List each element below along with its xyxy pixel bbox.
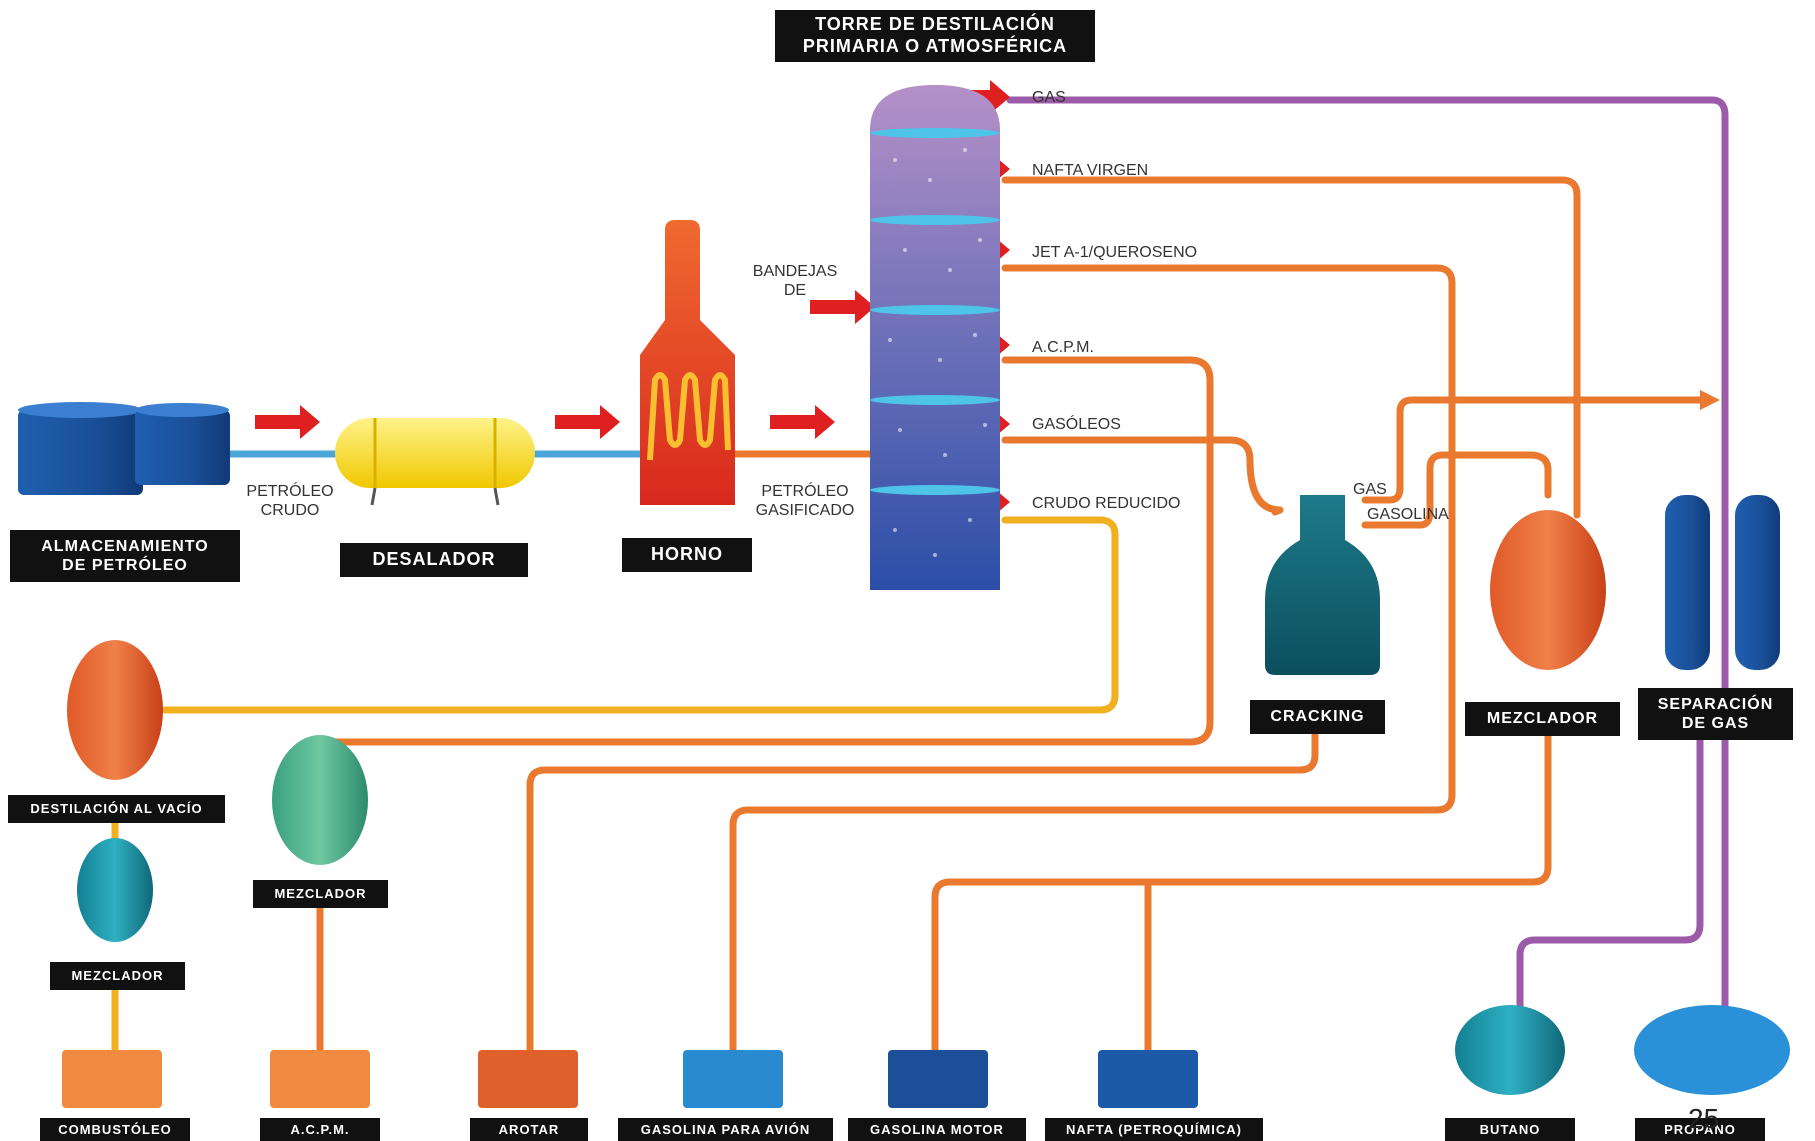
cracking-output-gasolina: GASOLINA (1367, 506, 1449, 523)
label-product-nafta: NAFTA (PETROQUÍMICA) (1045, 1118, 1263, 1141)
tank-butano (1455, 1005, 1565, 1095)
label-trays: BANDEJAS DE (752, 263, 838, 300)
product-tanks (62, 1005, 1790, 1108)
page-number: 25 (1688, 1103, 1720, 1134)
label-product-gasolina-avion: GASOLINA PARA AVIÓN (618, 1118, 833, 1141)
pipe-gasoleos (1001, 436, 1284, 516)
mixer-mid-vessel (272, 735, 368, 865)
arrow-3 (770, 405, 835, 439)
tank-gasolina-motor (888, 1050, 988, 1108)
distillation-tower (870, 85, 1000, 590)
label-desalter: DESALADOR (340, 543, 528, 577)
arrow-2 (555, 405, 620, 439)
gas-separation-vessels (1665, 495, 1780, 670)
label-mixer-left: MEZCLADOR (50, 962, 185, 990)
label-product-arotar: AROTAR (470, 1118, 588, 1141)
pipe-jet (729, 264, 1456, 1054)
output-jet: JET A-1/QUEROSENO (1032, 244, 1198, 261)
label-storage: ALMACENAMIENTO DE PETRÓLEO (10, 530, 240, 582)
pipe-gas (1006, 96, 1729, 1019)
pipe-crudo-reducido (161, 516, 1119, 714)
tank-arotar (478, 1050, 578, 1108)
tank-combustoleo (62, 1050, 162, 1108)
tank-gasolina-avion (683, 1050, 783, 1108)
label-product-propano: PROPANO (1635, 1118, 1765, 1141)
label-product-butano: BUTANO (1445, 1118, 1575, 1141)
output-gas: GAS (1032, 89, 1066, 106)
pipe-cracking-gas (1361, 396, 1704, 504)
storage-tanks (18, 402, 230, 495)
label-cracking: CRACKING (1250, 700, 1385, 734)
pipe-cracking-gasolina (1361, 451, 1552, 529)
tank-nafta (1098, 1050, 1198, 1108)
pipe-cracking-arotar (526, 731, 1319, 1054)
output-crudo-reducido: CRUDO REDUCIDO (1032, 495, 1181, 512)
label-vacuum-distillation: DESTILACIÓN AL VACÍO (8, 795, 225, 823)
furnace (640, 220, 735, 505)
label-mixer-right: MEZCLADOR (1465, 702, 1620, 736)
tank-propano (1634, 1005, 1790, 1095)
label-furnace: HORNO (622, 538, 752, 572)
mixer-right-vessel (1490, 510, 1606, 670)
vacuum-distillation-vessel (67, 640, 163, 780)
pipe-nafta (1001, 176, 1581, 519)
label-product-acpm: A.C.P.M. (260, 1118, 380, 1141)
pipe-mixer-right (931, 731, 1552, 1054)
output-nafta-virgen: NAFTA VIRGEN (1032, 162, 1149, 179)
label-mixer-mid: MEZCLADOR (253, 880, 388, 908)
cracking-output-gas: GAS (1353, 481, 1387, 498)
output-gasoleos: GASÓLEOS (1032, 416, 1121, 433)
tank-acpm (270, 1050, 370, 1108)
cracking-unit (1265, 495, 1380, 675)
desalter-vessel (335, 418, 535, 506)
output-acpm: A.C.P.M. (1032, 339, 1094, 356)
arrow-gas-right (1700, 390, 1720, 410)
arrow-1 (255, 405, 320, 439)
label-gasified-flow: PETRÓLEO GASIFICADO (755, 483, 855, 520)
pipes (111, 96, 1729, 1054)
mixer-left-vessel (77, 838, 153, 942)
label-product-gasolina-motor: GASOLINA MOTOR (848, 1118, 1026, 1141)
tower-title: TORRE DE DESTILACIÓN PRIMARIA O ATMOSFÉR… (775, 10, 1095, 62)
arrow-trays (810, 290, 875, 324)
label-crude-flow: PETRÓLEO CRUDO (246, 483, 334, 520)
label-gas-separation: SEPARACIÓN DE GAS (1638, 688, 1793, 740)
pipe-sep-butane (1516, 716, 1704, 1024)
pipe-acpm (326, 356, 1214, 746)
label-product-combustoleo: COMBUSTÓLEO (40, 1118, 190, 1141)
